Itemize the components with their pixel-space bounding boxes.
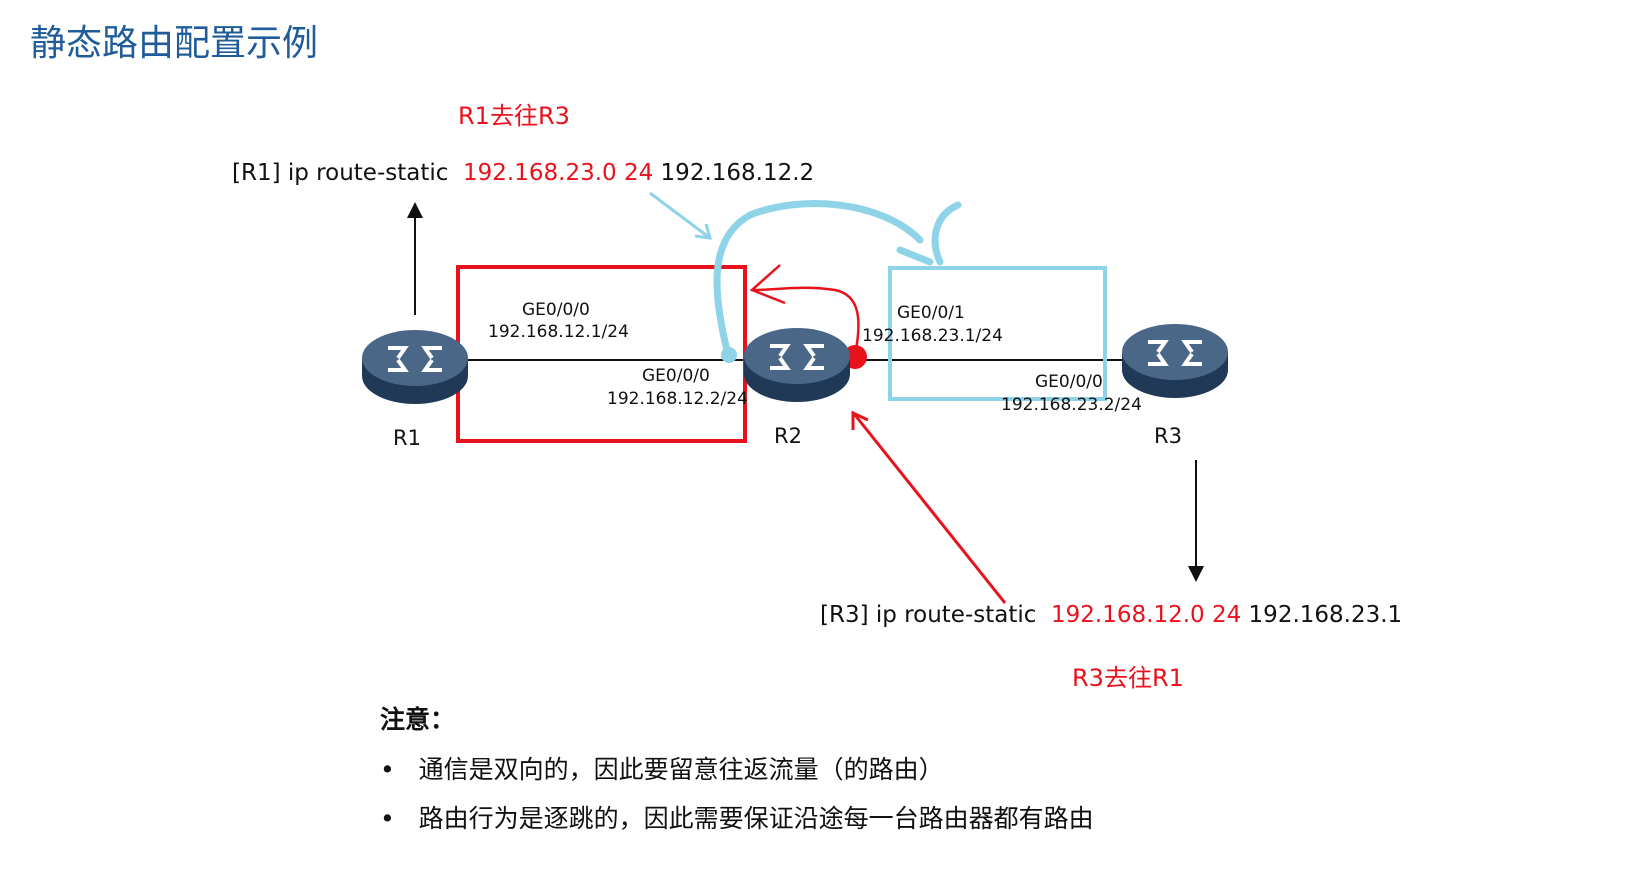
cyan-highlight-box [888, 266, 1107, 401]
red-hand-drawn-arrow [749, 264, 860, 356]
router-label-r2: R2 [774, 424, 802, 448]
annotation-r1-to-r3: R1去往R3 [458, 102, 570, 130]
r3-command: [R3] ip route-static 192.168.12.0 24 192… [820, 602, 1402, 628]
cyan-hand-drawn-path [713, 200, 962, 359]
r1-interface-ip: 192.168.12.1/24 [488, 322, 629, 342]
red-highlight-box [456, 265, 747, 443]
r2-if0-ip: 192.168.12.2/24 [607, 389, 748, 409]
router-r1-icon [360, 328, 470, 406]
cyan-pointer-arrow [649, 191, 713, 240]
command-destination: 192.168.23.0 24 [463, 160, 654, 186]
r2-if1-ip: 192.168.23.1/24 [862, 326, 1003, 346]
note-text: 路由行为是逐跳的，因此需要保证沿途每一台路由器都有路由 [418, 804, 1094, 833]
page-title: 静态路由配置示例 [30, 23, 319, 64]
r3-interface-ip: 192.168.23.2/24 [1001, 395, 1142, 415]
r2-if1-name: GE0/0/1 [897, 303, 965, 323]
r1-command: [R1] ip route-static 192.168.23.0 24 192… [232, 160, 814, 186]
cyan-dot [721, 347, 737, 363]
router-r2-icon [742, 326, 852, 404]
command-prefix: [R3] ip route-static [820, 602, 1037, 628]
note-text: 通信是双向的，因此要留意往返流量（的路由） [418, 755, 944, 784]
red-pointer-arrow [851, 410, 1007, 604]
r1-interface-name: GE0/0/0 [522, 300, 590, 320]
router-r3-icon [1120, 322, 1230, 400]
note-bullet-1: • 通信是双向的，因此要留意往返流量（的路由） [380, 755, 944, 784]
command-nexthop: 192.168.12.2 [660, 160, 815, 186]
r3-interface-name: GE0/0/0 [1035, 372, 1103, 392]
r2-if0-name: GE0/0/0 [642, 366, 710, 386]
router-label-r3: R3 [1154, 424, 1182, 448]
note-bullet-2: • 路由行为是逐跳的，因此需要保证沿途每一台路由器都有路由 [380, 804, 1094, 833]
router-label-r1: R1 [393, 426, 421, 450]
command-nexthop: 192.168.23.1 [1248, 602, 1403, 628]
command-destination: 192.168.12.0 24 [1051, 602, 1242, 628]
command-prefix: [R1] ip route-static [232, 160, 449, 186]
annotation-r3-to-r1: R3去往R1 [1072, 664, 1184, 692]
notes-heading: 注意： [380, 705, 456, 734]
